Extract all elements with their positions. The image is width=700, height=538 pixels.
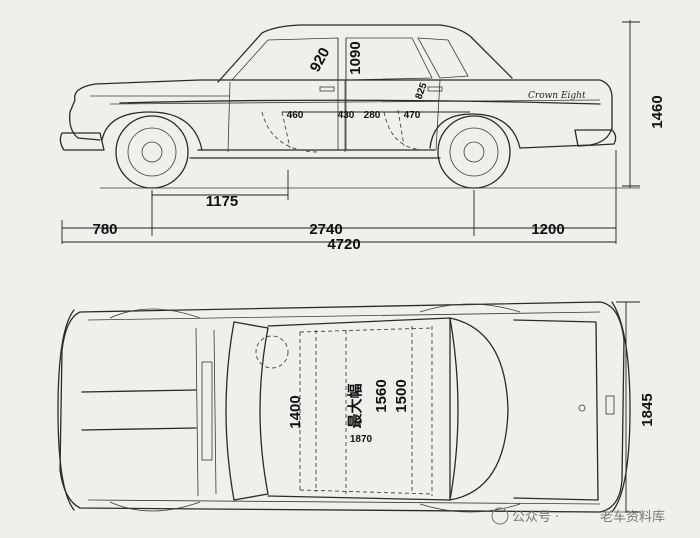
top-rear-window [449, 317, 509, 501]
rear-plate-light [605, 395, 615, 415]
side-door-lines [227, 79, 441, 153]
top-front-bumper [57, 309, 75, 511]
watermark: 公众号 · 老车资料库 [491, 507, 665, 525]
front-door-handle [319, 86, 335, 92]
wechat-icon [491, 507, 509, 525]
seat-dim-2: 430 [338, 110, 355, 121]
trunk-lock [578, 404, 586, 412]
side-hood-crease [90, 95, 601, 105]
top-hood-lines [81, 389, 197, 431]
top-trunk [513, 319, 599, 501]
side-view: Crown Eight 1460 920 1090 825 460 430 28… [59, 20, 666, 253]
rear-wheel-arch [429, 113, 521, 149]
seat-dim-4: 470 [404, 110, 421, 121]
overall-width-dim-line [616, 301, 640, 513]
side-body-outline [69, 79, 613, 149]
watermark-name: 老车资料库 [600, 509, 665, 525]
axle-to-pillar-dim-label: 1175 [206, 193, 239, 210]
front-seat-width-label: 1400 [287, 395, 304, 428]
top-rear-bumper [611, 301, 631, 513]
side-sill [189, 149, 441, 159]
front-overhang-label: 780 [92, 221, 117, 238]
interior-height-label: 1090 [347, 41, 364, 74]
top-view: 1845 1400 最大幅 1870 1560 1500 [57, 301, 656, 513]
cowl-vent [201, 361, 213, 461]
headroom-front-label: 920 [307, 45, 334, 75]
front-wheel-arch [101, 111, 203, 151]
max-width-text-label: 最大幅 [346, 383, 364, 428]
steering-wheel [255, 335, 289, 369]
side-height-ref-lines [337, 38, 347, 150]
top-cowl [195, 327, 217, 497]
rear-bumper [574, 129, 617, 147]
side-interior-seats [261, 109, 431, 153]
overall-width-label: 1845 [639, 393, 656, 426]
top-roof [267, 317, 451, 501]
length-segments-dim-line [61, 150, 617, 244]
height-dim-label: 1460 [649, 95, 666, 128]
front-wheel [115, 115, 189, 189]
max-width-value-label: 1870 [350, 434, 373, 445]
cabin-width-label: 1560 [373, 379, 390, 412]
overall-length-label: 4720 [327, 236, 360, 253]
seat-dim-1: 460 [287, 110, 304, 121]
wheelbase-label: 2740 [309, 221, 342, 238]
height-dim-line [622, 20, 640, 188]
watermark-prefix: 公众号 · [512, 510, 559, 525]
front-bumper [59, 132, 105, 151]
rear-door-handle [427, 86, 443, 92]
side-chrome-stripe [119, 99, 601, 105]
rear-wheel [437, 115, 511, 189]
top-side-trim [87, 303, 601, 513]
seat-dim-3: 280 [364, 110, 381, 121]
headroom-rear-label: 825 [414, 81, 430, 101]
top-windshield [225, 321, 269, 501]
crown-eight-badge: Crown Eight [528, 91, 586, 101]
top-body-outline [59, 301, 625, 513]
rear-overhang-label: 1200 [531, 221, 564, 238]
rear-seat-width-label: 1500 [393, 379, 410, 412]
top-interior-dashes [299, 326, 433, 496]
side-roof-outline [217, 24, 513, 83]
